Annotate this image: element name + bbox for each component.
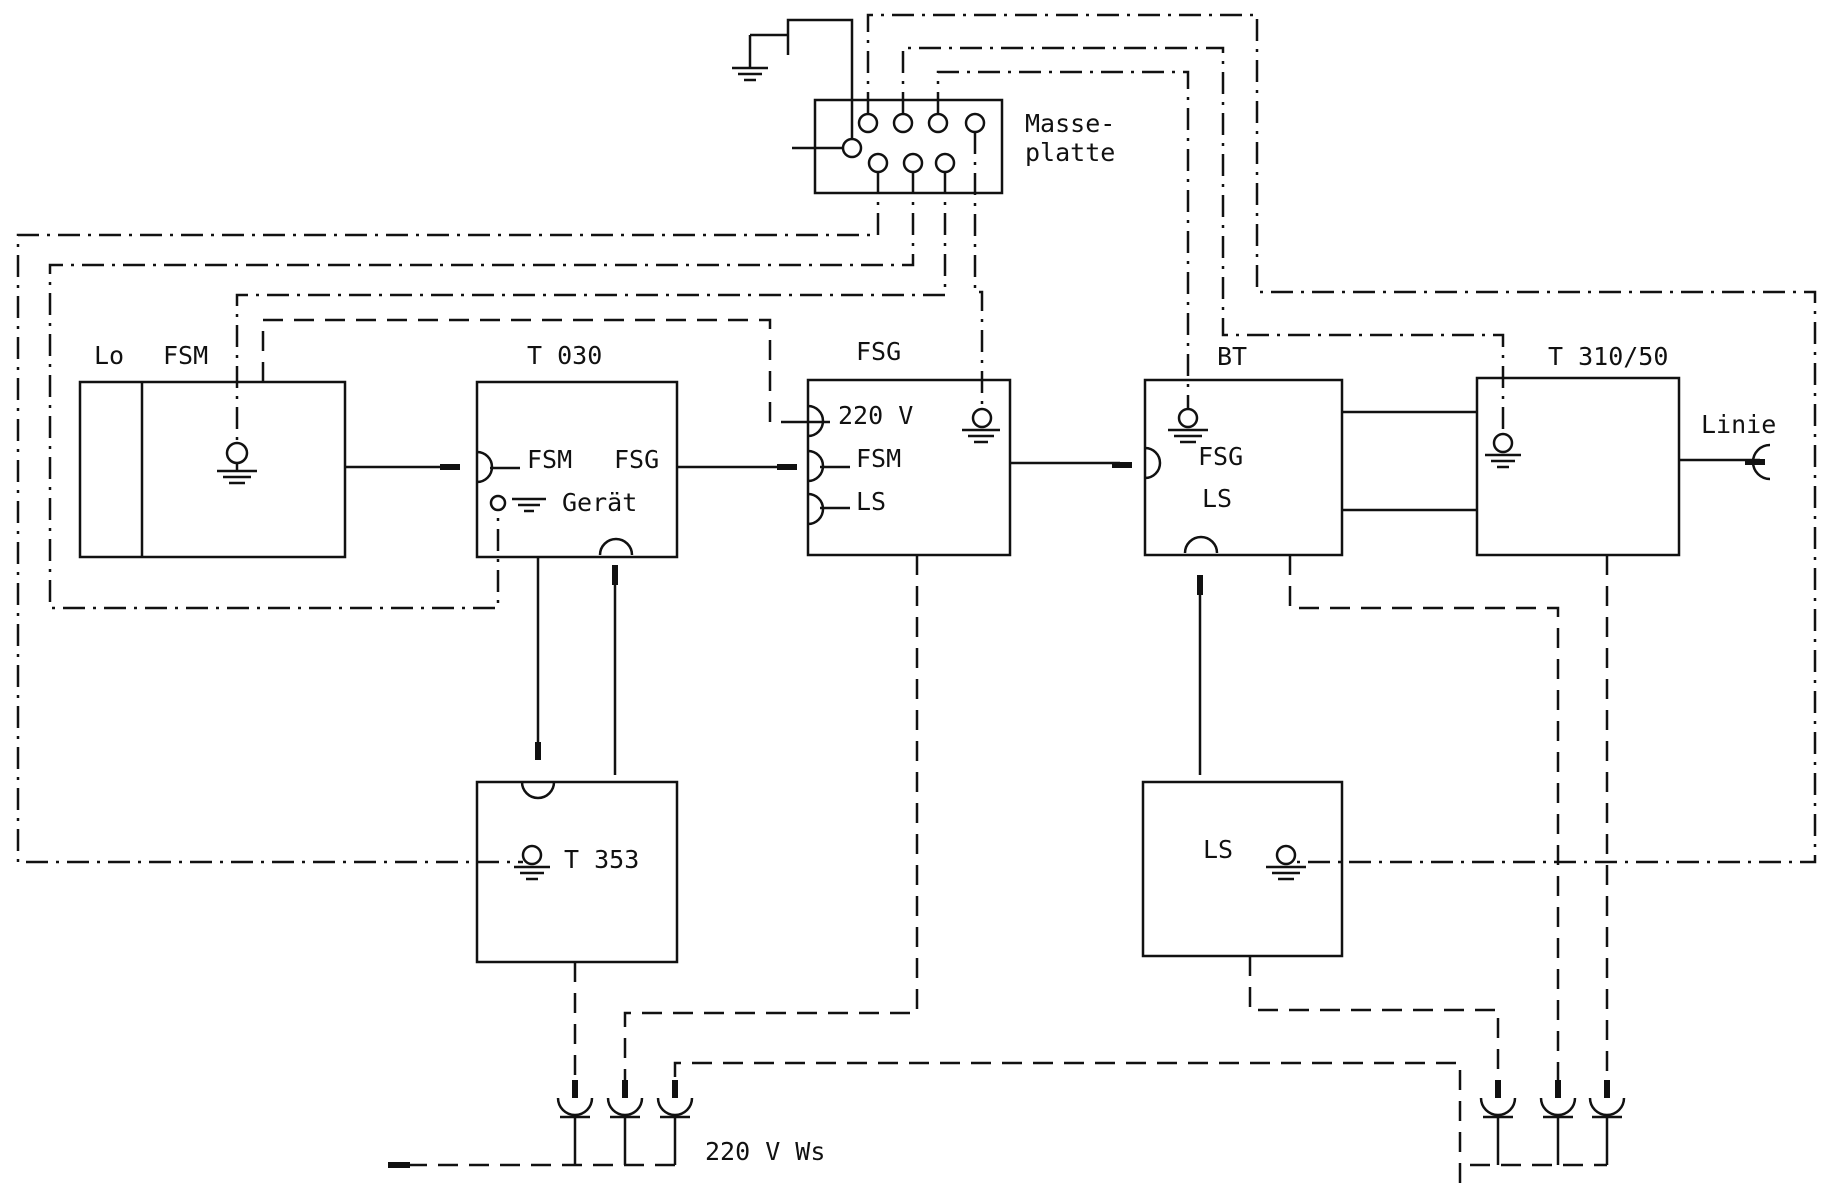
- label-fsg-220: 220 V: [838, 401, 913, 430]
- label-masseplatte-2: platte: [1025, 138, 1115, 167]
- ground-terminals: [217, 33, 1521, 881]
- label-t030-fsg: FSG: [614, 445, 659, 474]
- label-linie: Linie: [1701, 410, 1776, 439]
- label-fsg-ls: LS: [856, 487, 886, 516]
- label-t310: T 310/50: [1548, 342, 1668, 371]
- label-masseplatte-1: Masse-: [1025, 109, 1115, 138]
- label-t030-fsm: FSM: [527, 445, 572, 474]
- label-fsg-fsm: FSM: [856, 444, 901, 473]
- t353-box: [475, 780, 679, 964]
- fsg-box: [806, 378, 1012, 557]
- label-bt: BT: [1217, 342, 1247, 371]
- t030-box: [475, 380, 679, 559]
- bt-box: [1143, 378, 1344, 557]
- label-ls: LS: [1203, 835, 1233, 864]
- label-t353: T 353: [564, 845, 639, 874]
- label-fsg: FSG: [856, 337, 901, 366]
- signal-lines: [345, 18, 1765, 775]
- lo-fsm-box: [78, 380, 347, 559]
- ground-wires: [16, 13, 1817, 864]
- mains-sockets-right: [1479, 1080, 1626, 1165]
- t310-box: [1475, 376, 1681, 557]
- label-bt-ls: LS: [1202, 484, 1232, 513]
- label-t030-geraet: Gerät: [562, 488, 637, 517]
- label-fsm-top: FSM: [163, 341, 208, 370]
- masseplatte-box: [813, 98, 1004, 195]
- label-t030: T 030: [527, 341, 602, 370]
- ls-box: [1141, 780, 1344, 958]
- label-lo: Lo: [94, 341, 124, 370]
- masseplatte-terminals: [841, 112, 986, 174]
- sockets: [476, 404, 1771, 800]
- power-wires: [261, 318, 1609, 1183]
- label-bt-fsg: FSG: [1198, 442, 1243, 471]
- mains-sockets-left: [556, 1080, 694, 1165]
- label-supply: 220 V Ws: [705, 1137, 825, 1166]
